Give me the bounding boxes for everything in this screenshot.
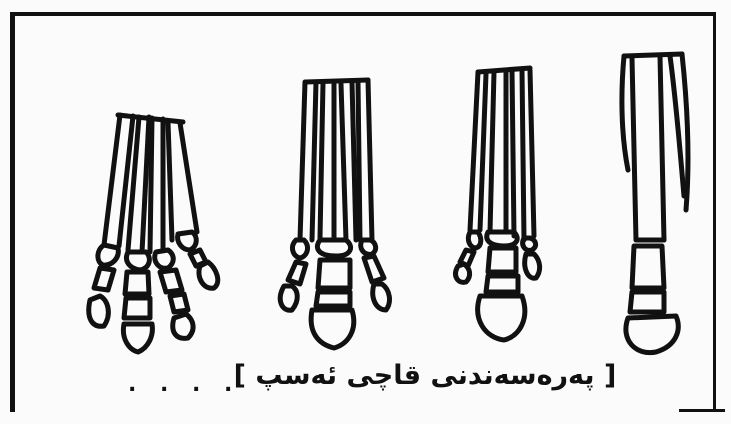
foot-stage-2 [280,80,389,348]
foot-stage-1 [89,115,218,352]
caption-dots: . . . . [128,372,240,397]
figure-caption: [ پەرەسەندنی قاچی ئەسپ ] [215,356,635,396]
corner-mark [679,409,725,422]
foot-stage-3 [456,68,540,340]
foot-stage-4 [622,54,688,353]
